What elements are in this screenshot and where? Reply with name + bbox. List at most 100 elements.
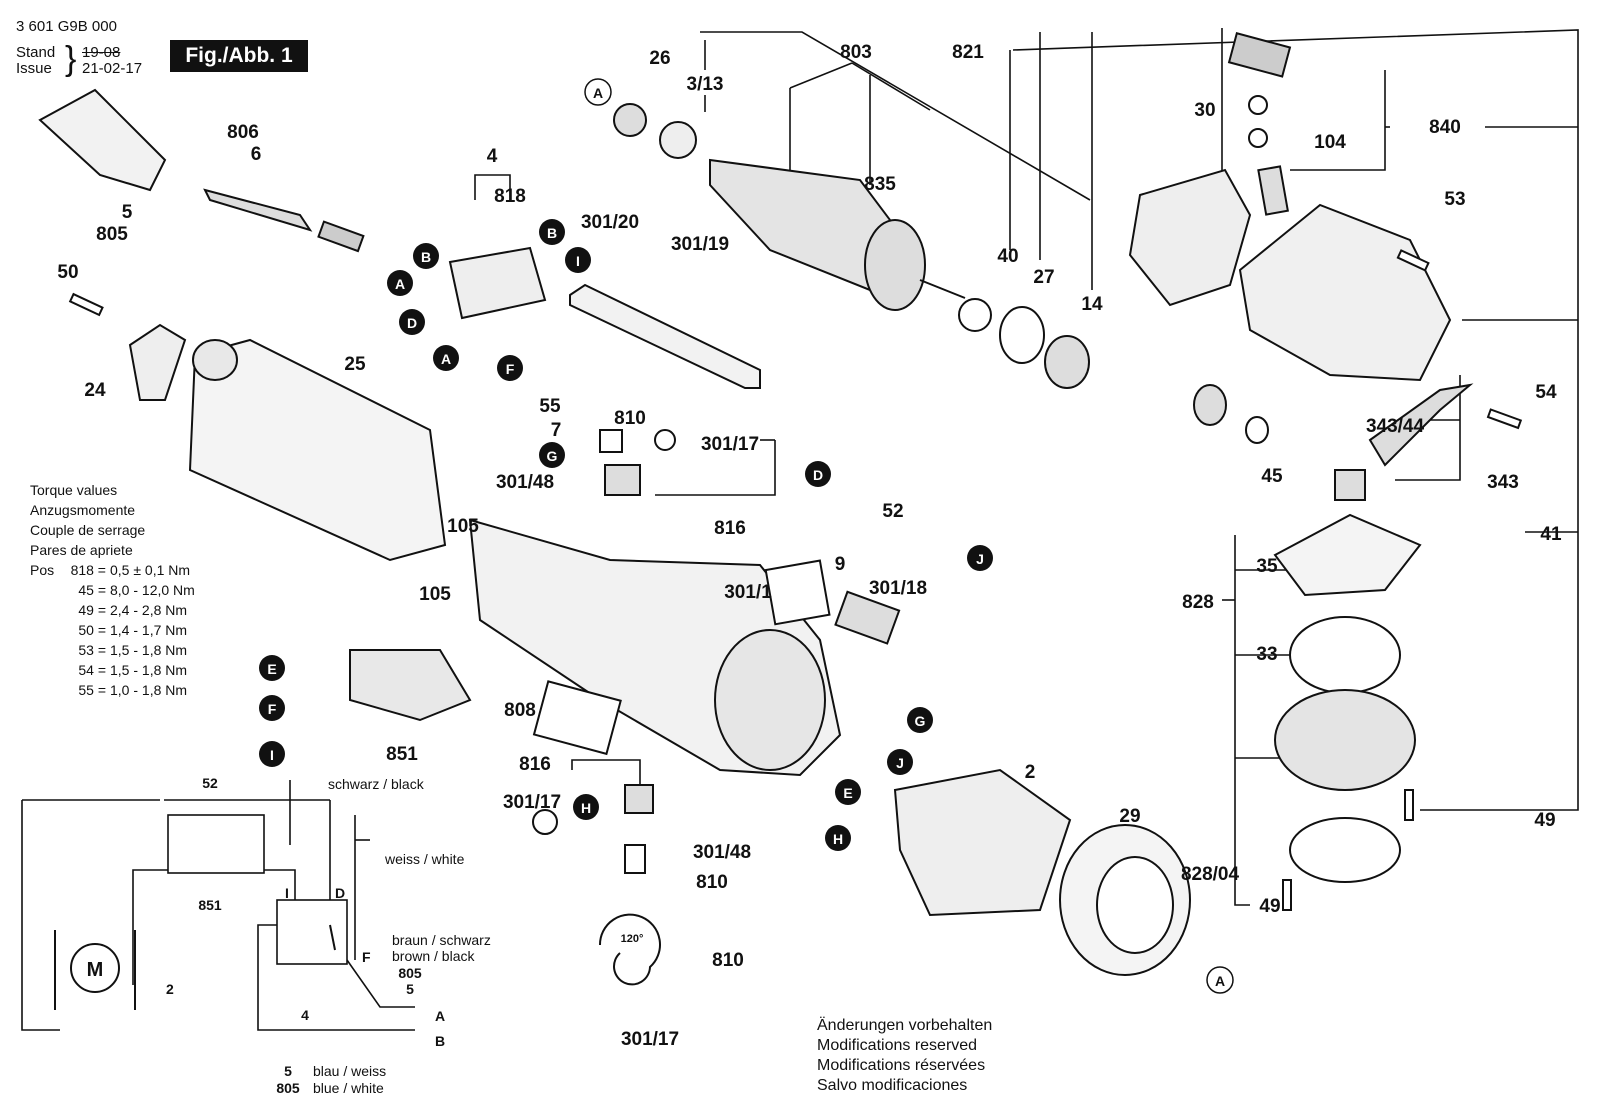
torque-value: 1,0 - 1,8 Nm bbox=[110, 682, 188, 698]
torque-value: 1,5 - 1,8 Nm bbox=[110, 642, 188, 658]
torque-row: 53 =1,5 - 1,8 Nm bbox=[30, 640, 195, 660]
label-343: 343 bbox=[1487, 472, 1519, 493]
callout-letter: G bbox=[547, 448, 558, 464]
torque-pos: 53 = bbox=[78, 642, 106, 658]
label-3-13: 3/13 bbox=[687, 74, 724, 95]
callout-letter: J bbox=[896, 755, 904, 771]
label-301-1: 301/1 bbox=[724, 582, 772, 603]
label-301-19: 301/19 bbox=[671, 234, 729, 255]
callout-a-open: A bbox=[584, 78, 612, 106]
label-808: 808 bbox=[504, 700, 536, 721]
label-35: 35 bbox=[1256, 556, 1278, 577]
torque-pos: 55 = bbox=[78, 682, 106, 698]
torque-row: Pos 818 = 0,5 ± 0,1 Nm bbox=[30, 560, 195, 580]
callout-letter: F bbox=[506, 361, 515, 377]
label-53: 53 bbox=[1444, 189, 1465, 210]
label-6: 6 bbox=[251, 144, 262, 165]
label-301-48-lower: 301/48 bbox=[693, 842, 751, 863]
callout-b: B bbox=[413, 243, 439, 269]
wire-label-805-a: 805 bbox=[398, 965, 422, 981]
wire-weiss-white: weiss / white bbox=[384, 851, 465, 867]
callout-b: B bbox=[539, 219, 565, 245]
label-805: 805 bbox=[96, 224, 128, 245]
figure-label: Fig./Abb. 1 bbox=[170, 40, 308, 72]
label-806: 806 bbox=[227, 122, 259, 143]
label-50: 50 bbox=[57, 262, 78, 283]
torque-pos: 49 = bbox=[78, 602, 106, 618]
label-49-lower: 49 bbox=[1259, 896, 1280, 917]
callout-a: A bbox=[433, 345, 459, 371]
callout-d: D bbox=[399, 309, 425, 335]
note-fr: Modifications réservées bbox=[817, 1057, 986, 1074]
wire-label-2: 2 bbox=[166, 981, 174, 997]
torque-title-fr: Couple de serrage bbox=[30, 522, 146, 538]
torque-table: Torque values Anzugsmomente Couple de se… bbox=[30, 480, 195, 700]
wire-label-f: F bbox=[362, 949, 371, 965]
label-301-17: 301/17 bbox=[701, 434, 759, 455]
label-810-lower: 810 bbox=[696, 872, 728, 893]
callout-letter: D bbox=[813, 467, 823, 483]
label-301-18: 301/18 bbox=[869, 578, 927, 599]
wire-label-b: B bbox=[435, 1033, 445, 1049]
callout-letter: A bbox=[441, 351, 451, 367]
wire-label-5-b: 5 bbox=[284, 1063, 292, 1079]
torque-row: 49 =2,4 - 2,8 Nm bbox=[30, 600, 195, 620]
label-40: 40 bbox=[997, 246, 1018, 267]
note-en: Modifications reserved bbox=[817, 1037, 978, 1054]
wire-label-52: 52 bbox=[202, 775, 218, 791]
label-4: 4 bbox=[487, 146, 498, 167]
callout-letter: D bbox=[407, 315, 417, 331]
callout-letter: H bbox=[581, 800, 591, 816]
label-301-17-lower: 301/17 bbox=[503, 792, 561, 813]
callout-a-open: A bbox=[1206, 966, 1234, 994]
torque-pos: 54 = bbox=[78, 662, 106, 678]
callout-f: F bbox=[497, 355, 523, 381]
label-816: 816 bbox=[714, 518, 746, 539]
label-55: 55 bbox=[539, 396, 561, 417]
torque-row: 54 =1,5 - 1,8 Nm bbox=[30, 660, 195, 680]
label-828-04: 828/04 bbox=[1181, 864, 1240, 885]
callout-letter: I bbox=[270, 747, 274, 763]
label-33: 33 bbox=[1256, 644, 1277, 665]
label-52: 52 bbox=[882, 501, 903, 522]
torque-value: 1,5 - 1,8 Nm bbox=[110, 662, 188, 678]
label-840: 840 bbox=[1429, 117, 1461, 138]
torque-row: 55 =1,0 - 1,8 Nm bbox=[30, 680, 195, 700]
torque-pos: 50 = bbox=[78, 622, 106, 638]
part-number-labels: 26 3/13 803 821 840 104 30 835 40 27 14 … bbox=[57, 42, 1562, 1050]
label-104: 104 bbox=[1314, 132, 1346, 153]
stand-label: Stand bbox=[16, 44, 56, 61]
callout-letter: I bbox=[576, 253, 580, 269]
part-shapes bbox=[38, 32, 1523, 1010]
wire-label-d: D bbox=[335, 885, 345, 901]
label-25: 25 bbox=[344, 354, 366, 375]
callout-i: I bbox=[565, 247, 591, 273]
torque-value: 8,0 - 12,0 Nm bbox=[110, 582, 195, 598]
label-14: 14 bbox=[1081, 294, 1103, 315]
label-angle: 120° bbox=[621, 933, 644, 945]
modification-notes: Änderungen vorbehalten Modifications res… bbox=[817, 1016, 992, 1096]
wire-brown-black: brown / black bbox=[392, 948, 475, 964]
callout-g: G bbox=[539, 442, 565, 468]
torque-value: 1,4 - 1,7 Nm bbox=[110, 622, 188, 638]
label-816-lower: 816 bbox=[519, 754, 551, 775]
callout-letter: A bbox=[593, 85, 603, 101]
callout-circles: A A B A B I D A bbox=[259, 78, 1234, 994]
wire-blau-weiss: blau / weiss bbox=[313, 1063, 386, 1079]
label-301-48: 301/48 bbox=[496, 472, 554, 493]
callout-h: H bbox=[573, 794, 599, 820]
label-27: 27 bbox=[1033, 267, 1054, 288]
motor-symbol: M bbox=[87, 959, 104, 981]
torque-title-de: Anzugsmomente bbox=[30, 502, 136, 518]
torque-row: 45 =8,0 - 12,0 Nm bbox=[30, 580, 195, 600]
label-343-44: 343/44 bbox=[1366, 416, 1425, 437]
document-number: 3 601 G9B 000 bbox=[16, 18, 117, 35]
label-7: 7 bbox=[551, 420, 562, 441]
note-de: Änderungen vorbehalten bbox=[817, 1017, 993, 1034]
callout-j: J bbox=[887, 749, 913, 775]
callout-letter: G bbox=[915, 713, 926, 729]
label-41: 41 bbox=[1540, 524, 1562, 545]
torque-row: 50 =1,4 - 1,7 Nm bbox=[30, 620, 195, 640]
wire-label-5-a: 5 bbox=[406, 981, 414, 997]
label-26: 26 bbox=[649, 48, 670, 69]
